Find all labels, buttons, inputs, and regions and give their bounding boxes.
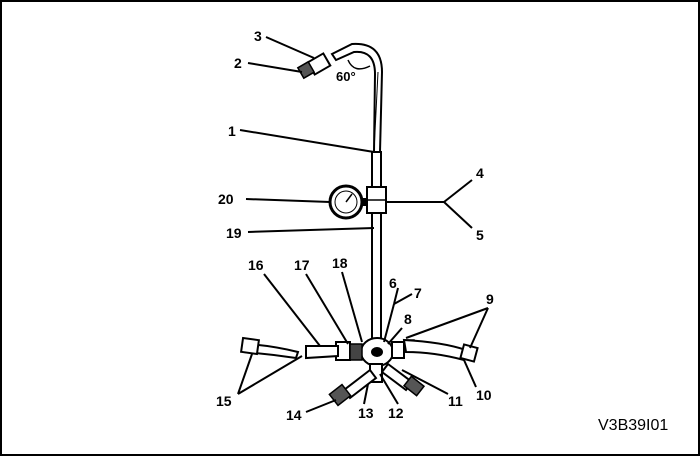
callout-16: 16 bbox=[248, 257, 264, 273]
callout-9: 9 bbox=[486, 291, 494, 307]
callout-8: 8 bbox=[404, 311, 412, 327]
callout-10: 10 bbox=[476, 387, 492, 403]
callout-15: 15 bbox=[216, 393, 232, 409]
callout-labels: 1 2 3 4 5 6 7 8 9 10 11 12 13 14 15 16 1… bbox=[216, 28, 494, 423]
pressure-gauge bbox=[328, 184, 368, 220]
callout-14: 14 bbox=[286, 407, 302, 423]
leader-lines bbox=[237, 36, 489, 413]
manifold-body bbox=[360, 337, 394, 367]
left-hose bbox=[305, 345, 339, 360]
detached-hose bbox=[239, 336, 300, 360]
upper-bent-pipe bbox=[330, 42, 384, 153]
callout-1: 1 bbox=[228, 123, 236, 139]
lower-right-fitting bbox=[380, 362, 426, 397]
callout-6: 6 bbox=[389, 275, 397, 291]
standpipe bbox=[371, 151, 382, 348]
end-fitting bbox=[296, 52, 332, 80]
figure-id: V3B39I01 bbox=[598, 417, 668, 434]
left-fittings bbox=[335, 341, 363, 361]
callout-13: 13 bbox=[358, 405, 374, 421]
callout-17: 17 bbox=[294, 257, 310, 273]
callout-3: 3 bbox=[254, 28, 262, 44]
callout-20: 20 bbox=[218, 191, 234, 207]
callout-11: 11 bbox=[448, 393, 463, 409]
callout-19: 19 bbox=[226, 225, 242, 241]
callout-4: 4 bbox=[476, 165, 484, 181]
gauge-tee bbox=[366, 186, 387, 214]
callout-5: 5 bbox=[476, 227, 484, 243]
lower-left-hose bbox=[328, 368, 378, 407]
callout-18: 18 bbox=[332, 255, 348, 271]
callout-12: 12 bbox=[388, 405, 404, 421]
callout-7: 7 bbox=[414, 285, 422, 301]
angle-label: 60° bbox=[336, 69, 356, 84]
right-hose bbox=[402, 338, 479, 363]
angle-arc: 60° bbox=[336, 59, 371, 84]
callout-2: 2 bbox=[234, 55, 242, 71]
